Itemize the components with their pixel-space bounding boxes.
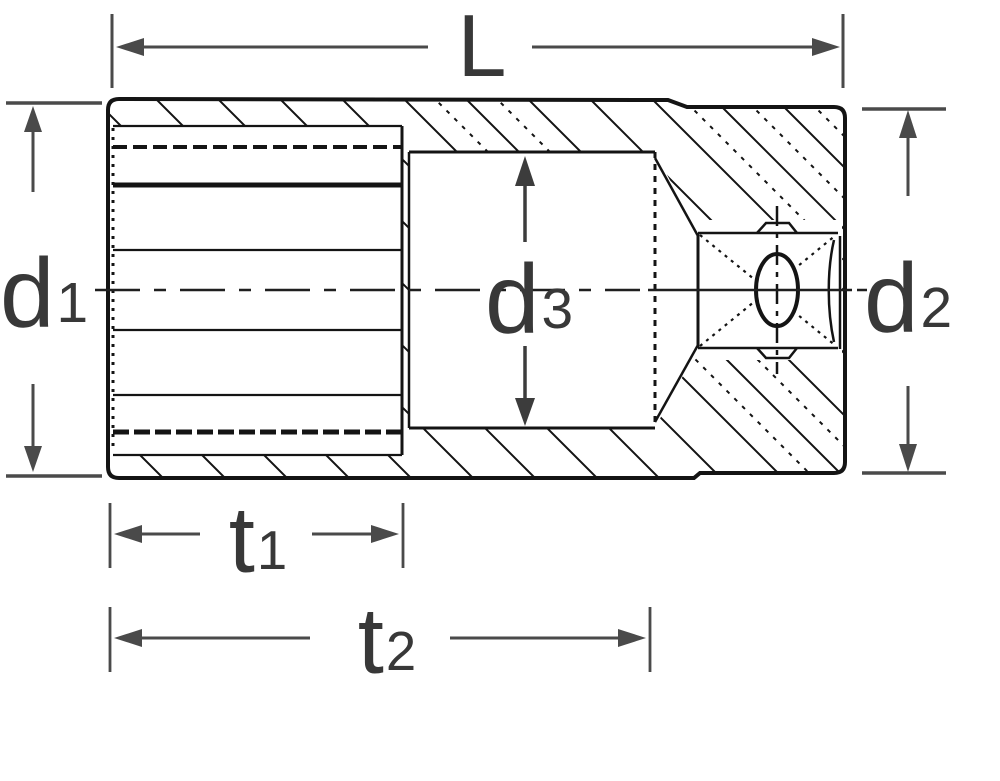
- dimension-d2: [862, 107, 946, 475]
- arrowhead-left: [114, 525, 142, 543]
- arrowhead-down: [899, 444, 917, 472]
- label-base: L: [457, 0, 507, 95]
- label-subscript: 3: [541, 277, 574, 341]
- label-subscript: 2: [920, 276, 953, 340]
- label-base: t: [357, 588, 384, 693]
- arrowhead-up: [24, 106, 42, 132]
- dimension-d1: [6, 101, 102, 478]
- serration-lines: [113, 124, 411, 457]
- label-base: d: [863, 243, 919, 353]
- arrowhead-down: [24, 446, 42, 472]
- label-subscript: 1: [256, 519, 288, 581]
- arrowhead-left: [116, 38, 144, 56]
- arrowhead-up: [899, 110, 917, 138]
- label-subscript: 1: [56, 271, 89, 335]
- arrowhead-right: [618, 629, 646, 647]
- arrowhead-left: [114, 629, 142, 647]
- arrowhead-down: [515, 398, 535, 426]
- dimension-t2: [108, 607, 652, 672]
- label-base: d: [0, 238, 55, 348]
- corner-diagonals: [699, 234, 837, 347]
- label-base: t: [228, 487, 255, 592]
- dimension-label-L: L: [433, 0, 533, 92]
- arrowhead-right: [371, 525, 399, 543]
- label-subscript: 2: [385, 620, 417, 682]
- bore-cavity: [409, 150, 700, 430]
- arrowhead-right: [812, 38, 840, 56]
- arrowhead-up: [515, 156, 535, 186]
- dimension-t1: [108, 503, 405, 568]
- dimension-d3: [515, 156, 535, 426]
- label-base: d: [484, 244, 540, 354]
- detent-notch-bottom: [756, 347, 798, 360]
- dimension-L: [110, 14, 845, 88]
